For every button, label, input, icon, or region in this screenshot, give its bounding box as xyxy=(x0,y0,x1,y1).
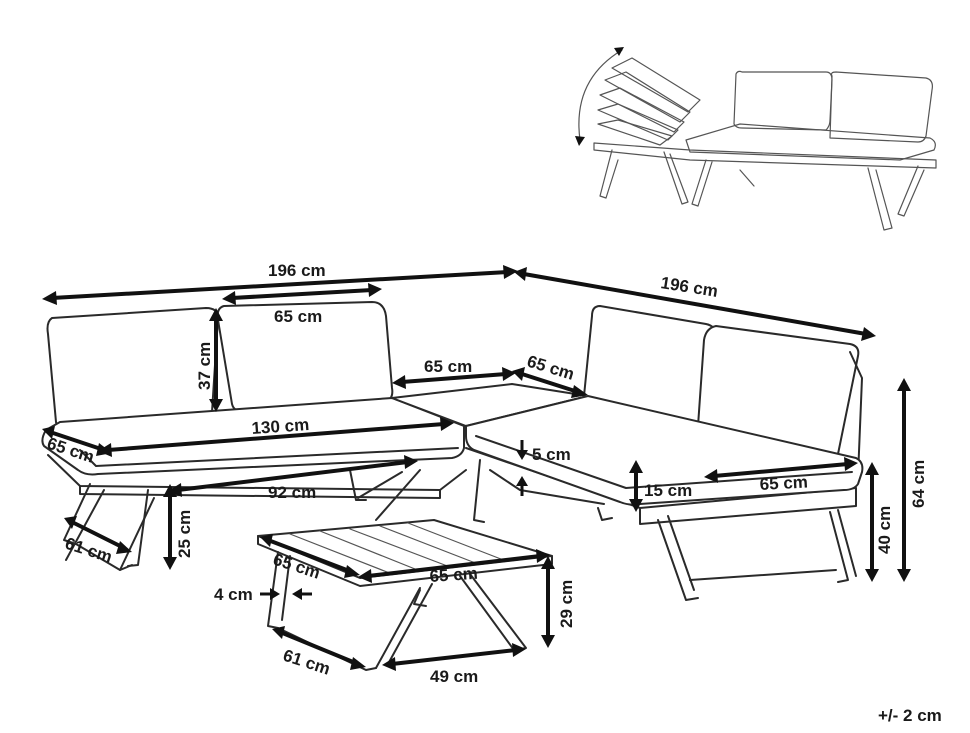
label-back-cushion-height: 37 cm xyxy=(195,342,214,390)
label-left-seat-length: 130 cm xyxy=(251,415,310,438)
label-right-seat-height: 40 cm xyxy=(875,506,894,554)
left-seat-cushion xyxy=(41,397,465,476)
label-table-leg-thickness: 4 cm xyxy=(214,585,253,604)
label-right-cushion-thickness: 5 cm xyxy=(532,445,571,464)
label-right-seat-thickness: 15 cm xyxy=(644,481,692,500)
label-table-leg-span: 49 cm xyxy=(430,667,478,686)
rotation-arrowhead-top-icon xyxy=(614,47,624,56)
dimension-lines xyxy=(42,265,911,671)
label-right-total-width: 196 cm xyxy=(659,273,719,301)
label-table-height: 29 cm xyxy=(557,580,576,628)
label-right-seat-depth: 65 cm xyxy=(759,472,808,493)
rotation-arrow-icon xyxy=(578,49,623,141)
rotation-arrowhead-bottom-icon xyxy=(575,136,585,146)
label-corner-left-depth: 65 cm xyxy=(424,357,472,376)
recline-inset-illustration xyxy=(575,47,937,231)
inset-back-cushion-1 xyxy=(733,70,833,131)
label-table-width: 65 cm xyxy=(429,564,478,586)
inset-back-cushion-2 xyxy=(829,71,933,143)
tolerance-note: +/- 2 cm xyxy=(878,706,942,725)
label-left-total-width: 196 cm xyxy=(268,261,326,280)
label-left-leg-span: 92 cm xyxy=(268,483,316,502)
sofa-set-drawing xyxy=(41,301,864,601)
label-left-back-cushion-width: 65 cm xyxy=(274,307,322,326)
label-right-total-height: 64 cm xyxy=(909,460,928,508)
inset-seat-cushion xyxy=(685,123,936,161)
label-left-seat-height: 25 cm xyxy=(175,510,194,558)
